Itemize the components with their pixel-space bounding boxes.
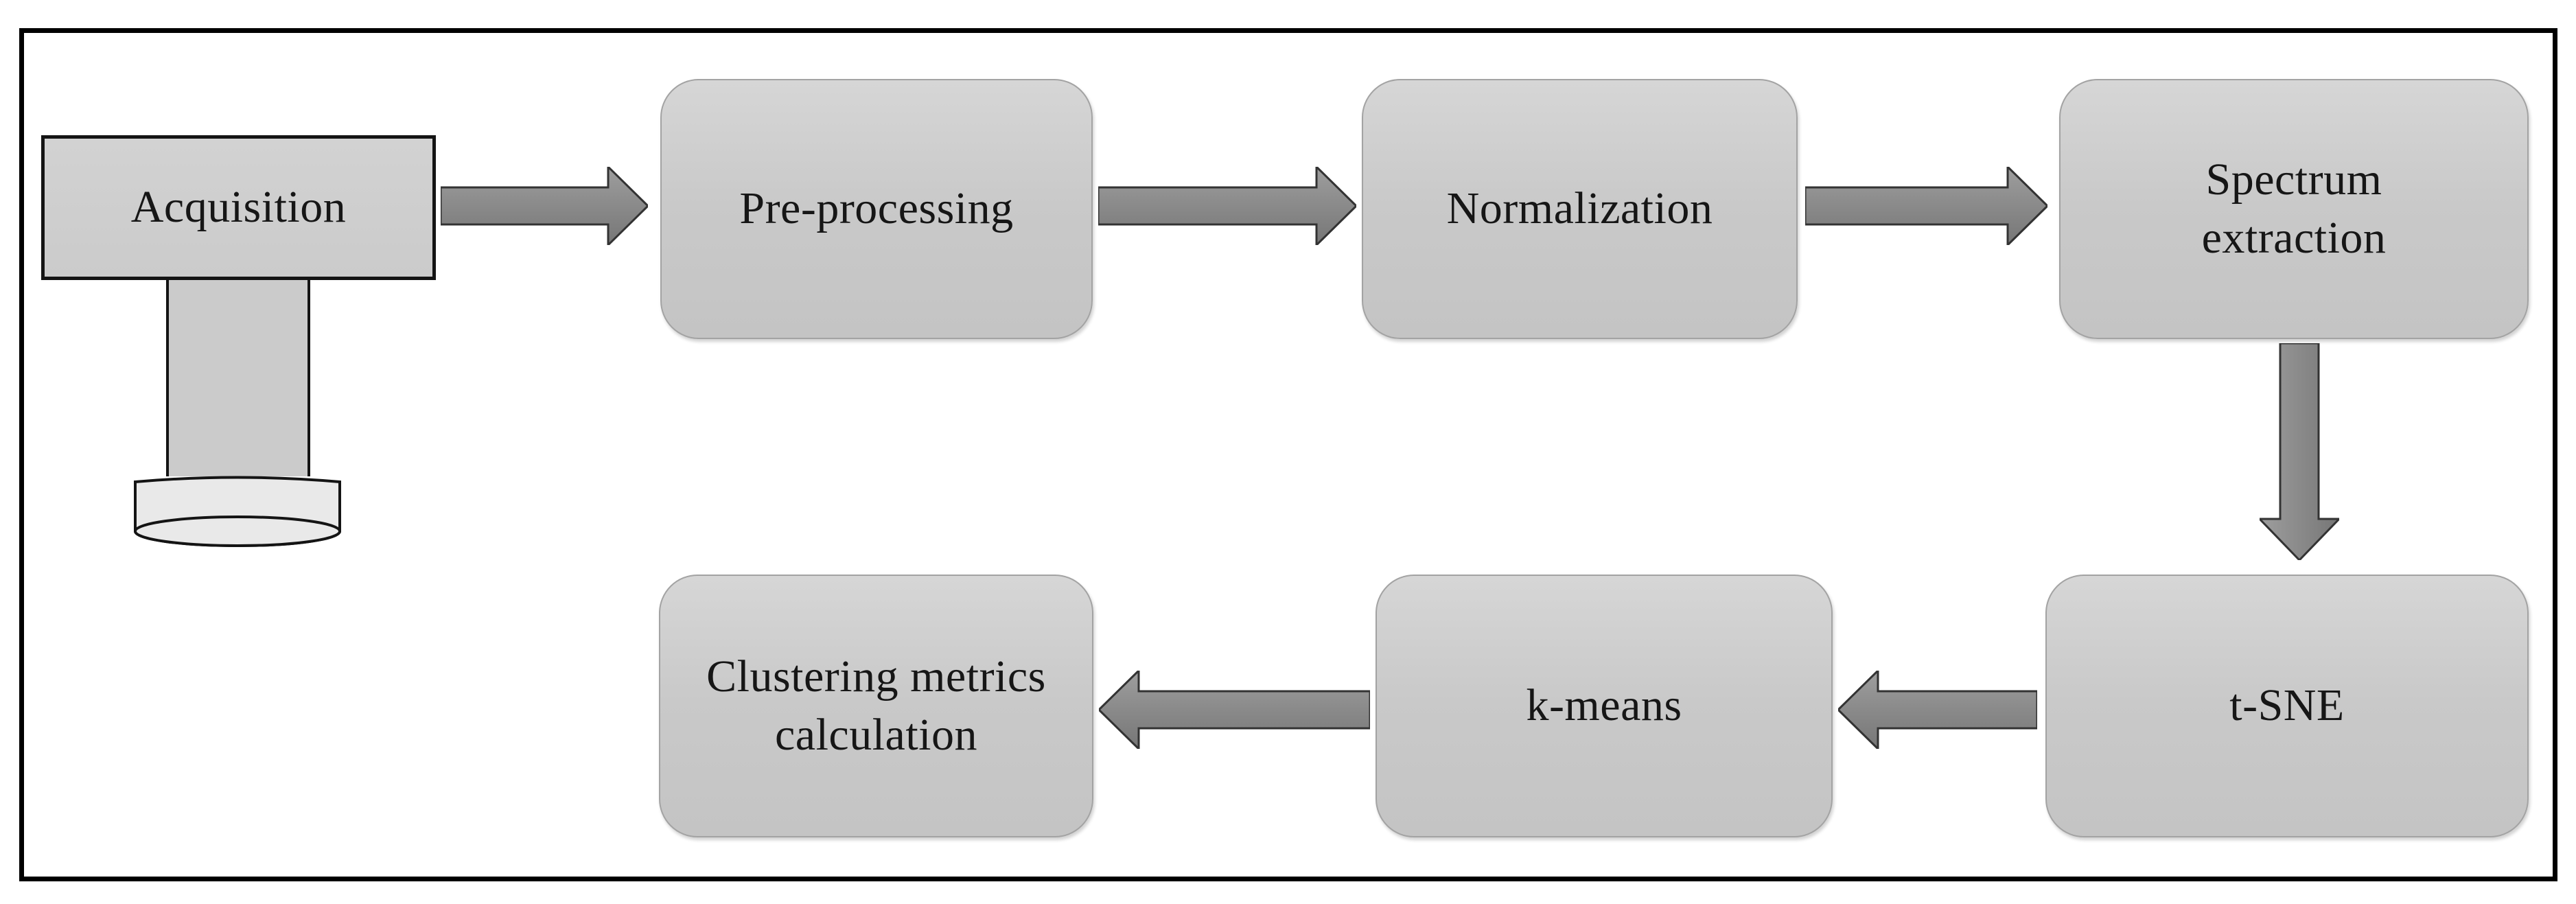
- node-k-means: k-means: [1376, 575, 1833, 837]
- node-normalization-label: Normalization: [1446, 183, 1713, 234]
- arrow-spectrum-extraction-to-t-sne: [2260, 343, 2339, 560]
- node-pre-processing-label: Pre-processing: [739, 183, 1014, 234]
- arrow-pre-processing-to-normalization: [1098, 167, 1356, 245]
- node-pre-processing: Pre-processing: [660, 79, 1093, 339]
- node-clustering-metrics-calculation: Clustering metrics calculation: [659, 575, 1093, 837]
- arrow-t-sne-to-k-means: [1838, 671, 2037, 749]
- acquisition-device-stem: [166, 279, 310, 476]
- node-t-sne-label: t-SNE: [2229, 680, 2345, 731]
- arrow-acquisition-to-pre-processing: [441, 167, 648, 245]
- arrow-normalization-to-spectrum-extraction: [1805, 167, 2047, 245]
- node-acquisition: Acquisition: [41, 135, 436, 280]
- node-t-sne: t-SNE: [2045, 575, 2529, 837]
- node-clustering-metrics-calculation-label: Clustering metrics calculation: [706, 651, 1046, 760]
- node-acquisition-label: Acquisition: [130, 182, 347, 233]
- acquisition-device-icon: [134, 476, 341, 547]
- node-spectrum-extraction-label: Spectrum extraction: [2201, 154, 2387, 263]
- arrow-k-means-to-clustering-metrics-calculation: [1099, 671, 1370, 749]
- node-spectrum-extraction: Spectrum extraction: [2059, 79, 2529, 339]
- node-normalization: Normalization: [1362, 79, 1798, 339]
- node-k-means-label: k-means: [1526, 680, 1682, 731]
